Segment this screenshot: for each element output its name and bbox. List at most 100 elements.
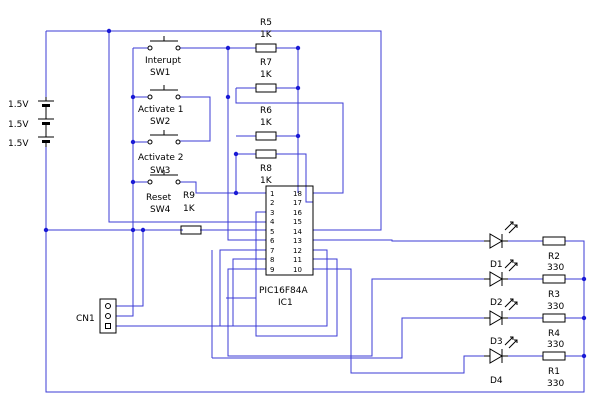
switch-ref: SW3 — [150, 166, 170, 176]
ic-pin-number: 15 — [293, 218, 302, 226]
junction-dot — [295, 85, 301, 91]
battery-cell-plate — [42, 104, 50, 107]
junction-dot — [295, 45, 301, 51]
switch-sw3: Activate 2 SW3 — [138, 130, 183, 176]
ic-pin-number: 6 — [270, 237, 275, 245]
junction-dot — [225, 94, 231, 100]
resistor-r5: R5 1K — [255, 18, 277, 53]
led-label: D2 — [490, 298, 503, 308]
junction-dots — [43, 28, 587, 359]
led-label: D3 — [490, 337, 503, 347]
led-d3: D3 — [484, 298, 518, 347]
ic-pic16f84a: 1 2 3 4 5 6 7 8 9 18 17 16 15 14 13 12 1… — [259, 185, 314, 308]
resistor-value: 330 — [547, 340, 564, 350]
ic-pin-number: 4 — [270, 218, 275, 226]
ic-pin-number: 3 — [270, 209, 274, 217]
battery-cell-plate — [42, 140, 50, 143]
switch-ref: SW1 — [150, 68, 170, 78]
switch-label: Reset — [146, 193, 172, 203]
resistor-r4: R4 330 — [542, 313, 566, 350]
switch-sw4: Reset SW4 — [146, 170, 181, 215]
junction-dot — [130, 139, 136, 145]
ic-pin-number: 10 — [293, 266, 302, 274]
resistor-value: 330 — [547, 302, 564, 312]
ic-pin-number: 17 — [293, 199, 302, 207]
resistor-r6: R6 1K — [255, 106, 277, 141]
led-d1: D1 — [484, 221, 518, 270]
resistor-value: 1K — [260, 70, 273, 80]
battery-cell-label: 1.5V — [8, 100, 29, 110]
resistor-value: 1K — [260, 176, 273, 186]
ic-pin-number: 16 — [293, 209, 302, 217]
battery-cell-label: 1.5V — [8, 139, 29, 149]
ic-part-label: PIC16F84A — [259, 286, 308, 296]
junction-dot — [295, 133, 301, 139]
junction-dot — [581, 315, 587, 321]
ic-pin-number: 5 — [270, 228, 274, 236]
junction-dot — [140, 227, 146, 233]
resistor-r3: R3 330 — [542, 274, 566, 312]
resistor-r7: R7 1K — [255, 58, 277, 93]
ic-pin-number: 18 — [293, 190, 302, 198]
resistor-ref: R6 — [260, 106, 272, 116]
battery-cell-label: 1.5V — [8, 120, 29, 130]
resistor-ref: R3 — [548, 290, 560, 300]
resistor-ref: R7 — [260, 58, 272, 68]
switch-ref: SW4 — [150, 205, 171, 215]
junction-dot — [130, 94, 136, 100]
resistor-value: 1K — [260, 30, 273, 40]
resistor-ref: R9 — [183, 191, 195, 201]
battery-cell-plate — [42, 122, 50, 125]
resistor-value: 1K — [183, 204, 196, 214]
ic-pin-number: 9 — [270, 266, 274, 274]
ic-pin-number: 13 — [293, 237, 302, 245]
ic-pin-number: 1 — [270, 190, 274, 198]
led-d2: D2 — [484, 259, 518, 308]
junction-dot — [581, 276, 587, 282]
switch-sw2: Activate 1 SW2 — [138, 85, 183, 127]
junction-dot — [130, 179, 136, 185]
switch-label: Interupt — [145, 56, 182, 66]
switch-ref: SW2 — [150, 117, 170, 127]
resistor-r9: R9 1K — [180, 191, 202, 235]
resistor-value: 1K — [260, 118, 273, 128]
switch-label: Activate 1 — [138, 105, 183, 115]
battery: 1.5V 1.5V 1.5V — [8, 97, 54, 149]
switch-label: Activate 2 — [138, 153, 183, 163]
connector-cn1: CN1 — [76, 298, 117, 334]
resistor-value: 330 — [547, 263, 564, 273]
wires — [45, 30, 585, 393]
resistor-r8: R8 1K — [255, 149, 277, 186]
resistor-ref: R8 — [260, 164, 272, 174]
ic-pin-number: 14 — [293, 228, 302, 236]
led-label: D4 — [490, 376, 503, 386]
resistor-r1: R1 330 — [542, 351, 566, 389]
led-label: D1 — [490, 260, 503, 270]
ic-left-pins: 1 2 3 4 5 6 7 8 9 — [270, 190, 275, 274]
resistor-ref: R4 — [548, 329, 560, 339]
junction-dot — [225, 45, 231, 51]
ic-pin-number: 7 — [270, 247, 274, 255]
junction-dot — [581, 353, 587, 359]
junction-dot — [43, 227, 49, 233]
ic-right-pins: 18 17 16 15 14 13 12 11 10 — [293, 190, 302, 274]
junction-dot — [130, 227, 136, 233]
ic-pin-number: 2 — [270, 199, 274, 207]
led-d4: D4 — [484, 336, 518, 386]
resistor-r2: R2 330 — [542, 236, 566, 273]
connector-label: CN1 — [76, 314, 95, 324]
junction-dot — [106, 28, 112, 34]
resistor-value: 330 — [547, 379, 564, 389]
resistor-ref: R1 — [548, 367, 560, 377]
ic-pin-number: 8 — [270, 256, 274, 264]
ic-ref-label: IC1 — [278, 298, 293, 308]
resistor-ref: R5 — [260, 18, 272, 28]
resistor-ref: R2 — [548, 252, 560, 262]
junction-dot — [233, 151, 239, 157]
switch-sw1: Interupt SW1 — [145, 36, 182, 78]
ic-pin-number: 12 — [293, 247, 302, 255]
junction-dot — [233, 190, 239, 196]
ic-pin-number: 11 — [293, 256, 302, 264]
